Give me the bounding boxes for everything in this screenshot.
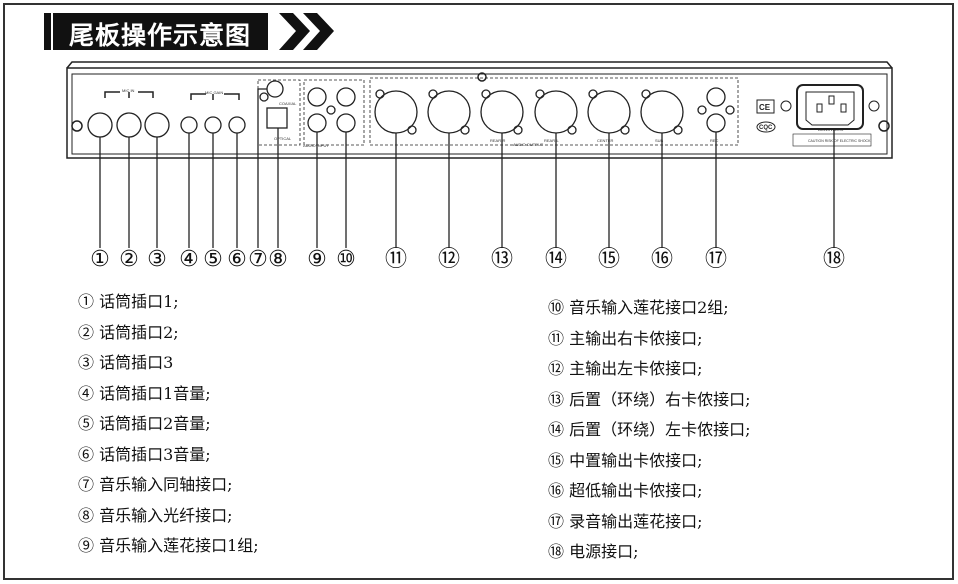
coaxial-label: COAXIAL — [279, 101, 297, 106]
screw-hole — [407, 125, 417, 135]
legend-item: ④ 话筒插口1音量; — [78, 383, 211, 403]
screw-hole — [326, 105, 336, 115]
screw-hole — [481, 89, 491, 99]
rca-jack — [336, 87, 356, 107]
mic-xlr — [87, 112, 113, 138]
caution-label: CAUTION RISK OF ELECTRIC SHOCK — [808, 139, 871, 143]
screw-hole — [259, 92, 269, 102]
legend-item: ⑯ 超低输出卡侬接口; — [548, 481, 703, 500]
legend-item: ② 话筒插口2; — [78, 322, 179, 342]
callout-number: ⑫ — [438, 247, 460, 272]
legend-item: ⑱ 电源接口; — [548, 542, 639, 561]
callout-number: ⑨ — [307, 247, 327, 272]
legend-item: ⑪ 主输出右卡侬接口; — [548, 328, 703, 348]
leader-line — [257, 88, 267, 248]
screw-hole — [375, 89, 385, 99]
screw-hole — [428, 89, 438, 99]
legend-item: ⑥ 话筒插口3音量; — [78, 444, 211, 464]
rca-jack — [336, 113, 356, 133]
callout-number: ③ — [147, 247, 167, 272]
screw-hole — [513, 125, 523, 135]
mic-in-label: MIC IN — [122, 88, 135, 93]
screw-hole — [620, 125, 630, 135]
rca-jack — [706, 87, 726, 107]
legend-item: ⑭ 后置（环绕）左卡侬接口; — [548, 420, 751, 439]
callout-number: ⑥ — [227, 247, 247, 272]
legend-item: ⑤ 话筒插口2音量; — [78, 414, 211, 433]
screw-hole — [641, 89, 651, 99]
legend-item: ① 话筒插口1; — [78, 292, 179, 311]
legend-item: ⑰ 录音输出莲花接口; — [548, 511, 703, 531]
screw-hole — [588, 89, 598, 99]
legend-item: ⑮ 中置输出卡侬接口; — [548, 450, 703, 470]
audio-output-label: AUDIO OUTPUT — [513, 142, 544, 147]
screw-hole — [460, 125, 470, 135]
callout-number: ⑯ — [651, 247, 673, 272]
legend-item: ⑫ 主输出左卡侬接口; — [548, 359, 703, 378]
screw-hole — [567, 125, 577, 135]
callout-number: ⑮ — [598, 247, 620, 272]
rca-jack — [307, 113, 327, 133]
mic-gain-label: MIC GAIN — [205, 90, 223, 95]
legend-item: ⑩ 音乐输入莲花接口2组; — [548, 298, 729, 317]
callout-number: ⑧ — [268, 247, 288, 272]
callout-number: ① — [90, 247, 110, 272]
callout-number: ⑦ — [248, 247, 268, 272]
gain-knob — [180, 116, 198, 134]
screw-hole — [673, 125, 683, 135]
legend-item: ⑨ 音乐输入莲花接口1组; — [78, 536, 259, 555]
rear-l-label: REAR-L — [544, 138, 559, 143]
outer-frame — [3, 3, 954, 580]
title-bar: 尾板操作示意图 — [44, 13, 268, 50]
screw-hole — [697, 105, 707, 115]
panel — [66, 61, 893, 159]
sub-label: SUB — [655, 138, 664, 143]
callout-number: ⑭ — [545, 247, 567, 272]
rec-label: REC — [710, 138, 719, 143]
callout-number: ④ — [179, 247, 199, 272]
coaxial-jack — [266, 80, 284, 98]
rca-jack — [307, 87, 327, 107]
legend-right: ⑩ 音乐输入莲花接口2组; ⑪ 主输出右卡侬接口; ⑫ 主输出左卡侬接口; ⑬ 后置（… — [548, 293, 750, 568]
chevron-icon — [279, 13, 334, 50]
optical-label: OPTICAL — [274, 136, 292, 141]
rca-jack — [706, 113, 726, 133]
gain-knob — [228, 116, 246, 134]
optical-port — [266, 107, 288, 129]
screw-hole — [725, 105, 735, 115]
legend-item: ⑦ 音乐输入同轴接口; — [78, 475, 233, 494]
mic-xlr — [116, 112, 142, 138]
ce-mark: CE — [759, 103, 771, 112]
gain-knob — [204, 116, 222, 134]
mic-xlr — [144, 112, 170, 138]
callout-number: ⑪ — [385, 247, 407, 272]
center-label: CENTER — [597, 138, 614, 143]
callout-number: ⑤ — [203, 247, 223, 272]
callout-number: ⑩ — [336, 247, 356, 272]
cqc-mark: CQC — [759, 125, 773, 131]
page-title: 尾板操作示意图 — [69, 21, 252, 50]
callout-number: ⑰ — [705, 247, 727, 272]
callout-number: ② — [119, 247, 139, 272]
rear-r-label: REAR-R — [490, 138, 505, 143]
legend-item: ⑬ 后置（环绕）右卡侬接口; — [548, 389, 751, 409]
legend-left: ① 话筒插口1; ② 话筒插口2; ③ 话筒插口3 ④ 话筒插口1音量; ⑤ 话筒插口2… — [78, 287, 259, 562]
screw-hole — [535, 89, 545, 99]
legend-item: ③ 话筒插口3 — [78, 353, 174, 372]
callout-number: ⑱ — [823, 247, 845, 272]
callout-number: ⑬ — [491, 247, 513, 272]
audio-input-label: AUDIO INPUT — [303, 143, 329, 148]
legend-item: ⑧ 音乐输入光纤接口; — [78, 505, 233, 525]
